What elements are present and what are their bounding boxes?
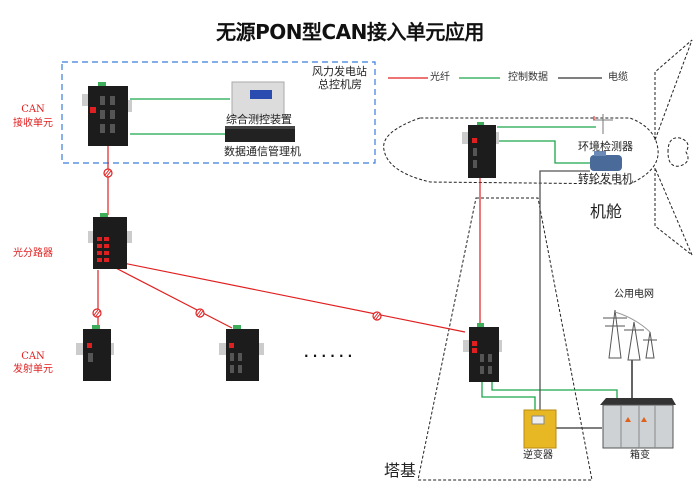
legend-fiber-label: 光纤	[430, 72, 450, 83]
tower-base-label: 塔基	[384, 461, 417, 480]
legend-cable-label: 电缆	[608, 72, 628, 83]
power-grid-towers[interactable]	[603, 309, 657, 361]
box-transformer-device[interactable]	[600, 398, 676, 449]
inverter-device[interactable]	[523, 409, 557, 449]
control-line-generator	[497, 140, 590, 164]
nacelle-can-device[interactable]	[462, 122, 499, 178]
tower-can-device[interactable]	[463, 323, 502, 382]
fiber-splitter-tower	[117, 261, 466, 333]
integrated-measure-device[interactable]	[231, 81, 285, 119]
legend-control-label: 控制数据	[508, 72, 548, 83]
can-transmitter-device-2[interactable]	[219, 325, 264, 381]
transmitter-label-line1: CAN	[21, 351, 45, 362]
rotor-hub	[667, 137, 689, 167]
comm-manager-label: 数据通信管理机	[224, 145, 301, 158]
control-room-label-line2: 总控机房	[318, 78, 362, 91]
env-detector-label: 环境检测器	[578, 140, 633, 153]
environment-detector[interactable]	[593, 114, 613, 134]
blade-bottom	[654, 167, 693, 256]
integrated-measure-label: 综合测控装置	[226, 113, 292, 126]
optical-splitter-device[interactable]	[88, 213, 132, 269]
receiver-label-line2: 接收单元	[13, 118, 53, 129]
wheel-generator[interactable]	[590, 151, 622, 171]
control-line-inverter	[481, 381, 536, 410]
nacelle-outline	[383, 117, 659, 185]
splitter-label: 光分路器	[13, 248, 53, 259]
fiber-connector-markers	[92, 168, 382, 321]
cable-generator-inverter	[539, 170, 590, 410]
page-title: 无源PON型CAN接入单元应用	[216, 20, 484, 44]
comm-manager-device[interactable]	[225, 126, 295, 142]
control-line-boxtransformer	[491, 381, 618, 400]
can-receiver-device[interactable]	[82, 82, 132, 146]
fiber-splitter-tx2	[109, 264, 233, 329]
blade-top	[654, 39, 693, 141]
receiver-label-line1: CAN	[21, 104, 45, 115]
generator-label: 转轮发电机	[578, 172, 633, 185]
box-transformer-label: 箱变	[630, 450, 650, 461]
public-grid-label: 公用电网	[614, 289, 654, 300]
nacelle-label: 机舱	[590, 202, 623, 221]
tower-outline	[417, 197, 593, 481]
control-room-boundary	[61, 61, 376, 164]
inverter-label: 逆变器	[523, 450, 553, 461]
more-units-ellipsis: · · · · · ·	[304, 349, 353, 363]
transmitter-label-line2: 发射单元	[13, 364, 53, 375]
can-transmitter-device-1[interactable]	[76, 325, 114, 381]
control-room-label-line1: 风力发电站	[312, 65, 367, 78]
